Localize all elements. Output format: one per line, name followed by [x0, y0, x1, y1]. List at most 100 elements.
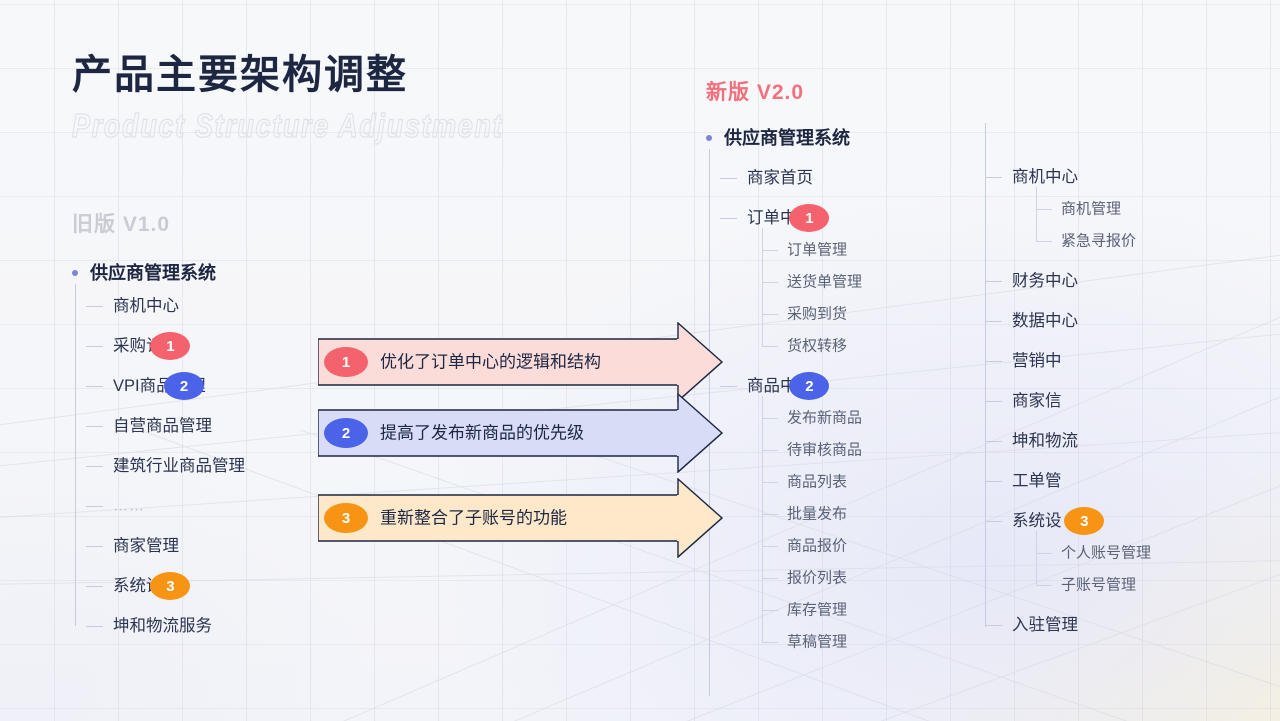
tree-node-label: 批量发布: [787, 505, 848, 523]
tree-node-label: 待审核商品: [787, 441, 863, 459]
tree-connector-tick: [1036, 553, 1052, 555]
tree-node-label: 库存管理: [787, 601, 848, 619]
banner-text: 提高了发布新商品的优先级: [380, 423, 584, 443]
banner-badge-3[interactable]: 3: [324, 503, 368, 533]
tree-node-label: 入驻管理: [1012, 615, 1078, 634]
tree-node-label: 系统设: [1012, 511, 1062, 530]
tree-root-dot: [706, 135, 712, 141]
tree-node-label: 货权转移: [787, 337, 848, 355]
banner-text: 重新整合了子账号的功能: [380, 508, 567, 528]
callout-banner-2[interactable]: 2 提高了发布新商品的优先级: [318, 393, 726, 473]
tree-connector-tick: [86, 506, 103, 508]
tree-branch-line: [75, 284, 77, 626]
new-tree-badge-1[interactable]: 1: [789, 204, 830, 232]
banner-arrow-shape: [318, 478, 724, 558]
tree-node-label: 紧急寻报价: [1061, 232, 1137, 250]
old-tree-badge-2[interactable]: 2: [164, 372, 205, 400]
banner-arrow-shape: [318, 393, 724, 473]
tree-connector-tick: [1036, 209, 1052, 211]
tree-node-label: 商家首页: [747, 168, 813, 187]
tree-sub-branch-line: [762, 228, 764, 346]
banner-text: 优化了订单中心的逻辑和结构: [380, 352, 601, 372]
tree-connector-tick: [720, 178, 737, 180]
page-header: 产品主要架构调整 Product Structure Adjustment: [71, 52, 598, 145]
tree-node-label: 发布新商品: [787, 409, 863, 427]
tree-connector-tick: [1036, 241, 1052, 243]
banner-badge-2[interactable]: 2: [324, 418, 368, 448]
tree-connector-tick: [762, 450, 778, 452]
tree-root-dot: [72, 270, 78, 276]
tree-node-label: 草稿管理: [787, 633, 848, 651]
tree-node-label: 商家信: [1012, 391, 1062, 410]
tree-sub-branch-line: [1036, 531, 1038, 585]
tree-node-label: 商机中心: [113, 296, 179, 315]
tree-sub-branch-line: [762, 396, 764, 642]
new-tree-right-badge-3[interactable]: 3: [1064, 507, 1105, 535]
tree-node-label: 报价列表: [787, 569, 848, 587]
tree-connector-tick: [762, 282, 778, 284]
tree-connector-tick: [762, 610, 778, 612]
tree-connector-tick: [762, 514, 778, 516]
tree-node-label: 自营商品管理: [113, 416, 212, 435]
tree-connector-tick: [86, 386, 103, 388]
tree-connector-tick: [985, 281, 1002, 283]
tree-connector-tick: [762, 346, 778, 348]
tree-connector-tick: [86, 426, 103, 428]
tree-node-label: 财务中心: [1012, 271, 1078, 290]
tree-node-label: 子账号管理: [1061, 576, 1137, 594]
tree-node-label: 商品报价: [787, 537, 848, 555]
tree-connector-tick: [985, 361, 1002, 363]
tree-connector-tick: [762, 642, 778, 644]
tree-connector-tick: [720, 386, 737, 388]
tree-connector-tick: [985, 321, 1002, 323]
tree-node-label: 建筑行业商品管理: [113, 456, 245, 475]
tree-connector-tick: [720, 218, 737, 220]
tree-connector-tick: [86, 346, 103, 348]
old-version-label: 旧版 V1.0: [72, 213, 171, 236]
tree-connector-tick: [762, 314, 778, 316]
banner-badge-1[interactable]: 1: [324, 347, 368, 377]
tree-node-label: 商家管理: [113, 536, 179, 555]
old-tree-badge-3[interactable]: 3: [150, 572, 191, 600]
old-tree-badge-1[interactable]: 1: [150, 332, 191, 360]
page-subtitle: Product Structure Adjustment: [71, 106, 504, 144]
tree-connector-tick: [86, 306, 103, 308]
tree-branch-line: [985, 123, 987, 627]
tree-connector-tick: [762, 546, 778, 548]
tree-node-label: 采购到货: [787, 305, 848, 323]
tree-node-label: 工单管: [1012, 471, 1062, 490]
tree-node-label: 营销中: [1012, 351, 1062, 370]
callout-banner-1[interactable]: 1 优化了订单中心的逻辑和结构: [318, 322, 726, 402]
new-tree-badge-2[interactable]: 2: [789, 372, 830, 400]
tree-sub-branch-line: [1036, 187, 1038, 241]
banner-arrow-shape: [318, 322, 724, 402]
tree-node-label: ……: [113, 497, 145, 515]
tree-node-label: 商品列表: [787, 473, 848, 491]
tree-connector-tick: [86, 586, 103, 588]
tree-node-label: 数据中心: [1012, 311, 1078, 330]
tree-connector-tick: [762, 250, 778, 252]
tree-connector-tick: [985, 441, 1002, 443]
tree-connector-tick: [762, 418, 778, 420]
tree-connector-tick: [985, 521, 1002, 523]
tree-connector-tick: [985, 625, 1002, 627]
tree-connector-tick: [985, 177, 1002, 179]
tree-node-label: 坤和物流: [1012, 431, 1078, 450]
tree-connector-tick: [762, 578, 778, 580]
tree-node-label: 商机管理: [1061, 200, 1122, 218]
callout-banner-3[interactable]: 3 重新整合了子账号的功能: [318, 478, 726, 558]
tree-connector-tick: [86, 546, 103, 548]
tree-node-label: 商机中心: [1012, 167, 1078, 186]
tree-node-label: 送货单管理: [787, 273, 863, 291]
tree-node-label: 订单管理: [787, 241, 848, 259]
tree-root-label: 供应商管理系统: [724, 128, 850, 148]
tree-connector-tick: [985, 401, 1002, 403]
tree-connector-tick: [1036, 585, 1052, 587]
tree-connector-tick: [985, 481, 1002, 483]
tree-root-label: 供应商管理系统: [90, 263, 216, 283]
tree-connector-tick: [86, 626, 103, 628]
tree-node-label: 个人账号管理: [1061, 544, 1152, 562]
tree-connector-tick: [86, 466, 103, 468]
new-version-label: 新版 V2.0: [706, 81, 805, 104]
